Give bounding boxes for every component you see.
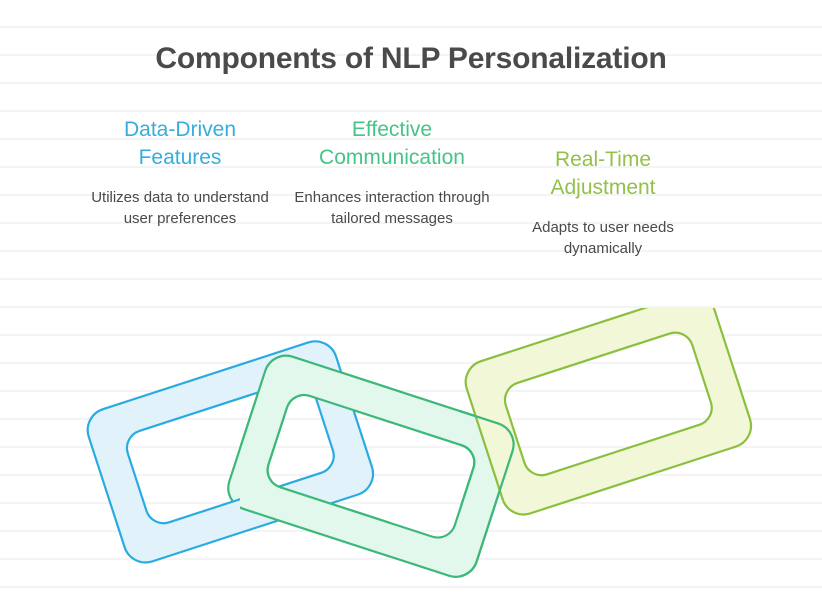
feature-heading-real-time-adjustment: Real-Time Adjustment	[550, 148, 656, 200]
chain-links-illustration	[60, 308, 766, 592]
feature-heading-effective-communication: Effective Communication	[319, 118, 465, 170]
page-title: Components of NLP Personalization	[155, 42, 667, 75]
feature-column-real-time-adjustment: Real-Time Adjustment Adapts to user need…	[508, 146, 698, 259]
feature-column-data-driven-features: Data-Driven Features Utilizes data to un…	[84, 116, 276, 229]
feature-body-effective-communication: Enhances interaction through tailored me…	[294, 188, 490, 227]
feature-body-data-driven-features: Utilizes data to understand user prefere…	[91, 188, 269, 227]
feature-heading-data-driven-features: Data-Driven Features	[123, 118, 237, 170]
feature-body-real-time-adjustment: Adapts to user needs dynamically	[532, 218, 674, 257]
chain-link-yellow	[458, 308, 758, 522]
feature-column-effective-communication: Effective Communication Enhances interac…	[292, 116, 492, 229]
